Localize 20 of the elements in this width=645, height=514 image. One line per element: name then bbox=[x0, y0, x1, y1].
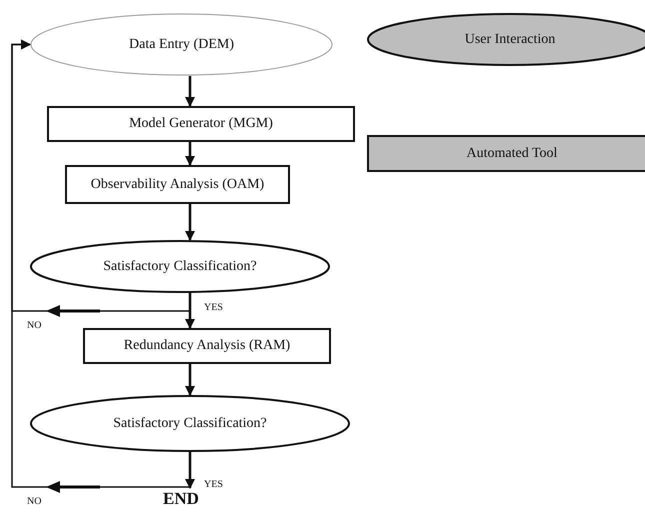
node-text: Satisfactory Classification? bbox=[113, 416, 267, 432]
edge-label: NO bbox=[27, 496, 42, 507]
decision-ellipse bbox=[30, 395, 350, 452]
process-box bbox=[83, 328, 331, 364]
edge-label: NO bbox=[27, 320, 42, 331]
edge-label: YES bbox=[204, 302, 223, 313]
node-text: Redundancy Analysis (RAM) bbox=[124, 338, 290, 354]
data-entry-ellipse bbox=[30, 13, 333, 76]
end-label: END bbox=[163, 489, 199, 509]
node-text: User Interaction bbox=[464, 32, 556, 48]
node-text: Satisfactory Classification? bbox=[103, 258, 257, 274]
automated-tool-box bbox=[367, 135, 645, 172]
process-box bbox=[47, 106, 355, 142]
node-text: Model Generator (MGM) bbox=[129, 116, 273, 132]
node-text: Observability Analysis (OAM) bbox=[90, 176, 264, 192]
decision-ellipse bbox=[30, 240, 330, 293]
node-text: Automated Tool bbox=[466, 146, 558, 162]
node-text: Data Entry (DEM) bbox=[129, 36, 234, 52]
process-box bbox=[65, 165, 290, 204]
edge-label: YES bbox=[204, 479, 223, 490]
